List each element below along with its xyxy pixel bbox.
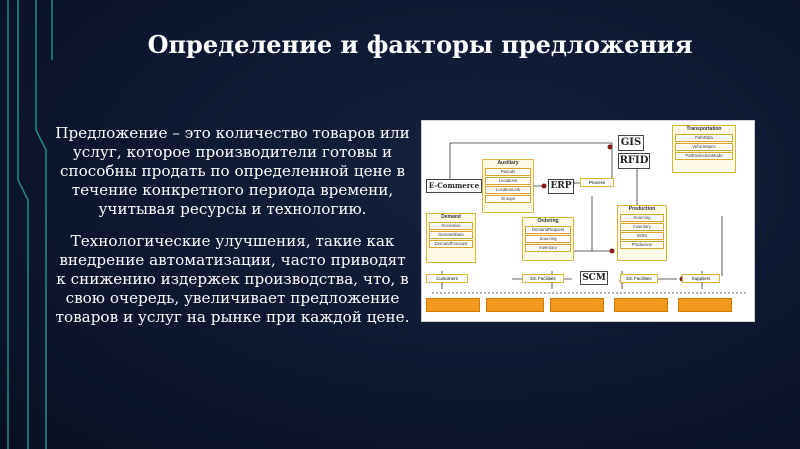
demand-box: Demand Scenarios DemandData DemandForeca… (426, 213, 476, 263)
transportation-item: VehicleSpec (675, 143, 733, 151)
auxiliary-item: Groups (485, 195, 531, 203)
ordering-item: Inventory (525, 244, 571, 252)
transportation-item: PathData (675, 134, 733, 142)
ecommerce-node: E-Commerce (426, 179, 482, 193)
production-item: Inventory (620, 223, 664, 231)
production-title: Production (628, 206, 656, 212)
customers-label: Customers (426, 274, 468, 283)
demand-item: DemandForecast (429, 240, 473, 248)
rfid-node: RFID (618, 153, 650, 169)
production-item: BOM (620, 232, 664, 240)
orange-block (678, 298, 732, 312)
decorative-lines (7, 0, 53, 449)
ordering-box: Ordering DemandRequest Sourcing Inventor… (522, 217, 574, 261)
demand-item: DemandData (429, 231, 473, 239)
dc-facilities-label: DC Facilities (522, 274, 564, 283)
erp-node: ERP (548, 179, 574, 194)
production-box: Production Sourcing Inventory BOM Produc… (617, 205, 667, 261)
transportation-item: PathSelectionMode (675, 152, 733, 160)
auxiliary-item: LocationLink (485, 186, 531, 194)
orange-block (550, 298, 604, 312)
dc-facilities-label: DC Facilities (620, 274, 658, 283)
supply-chain-diagram: GIS RFID E-Commerce ERP SCM Process Tran… (421, 120, 755, 322)
transportation-box: Transportation PathData VehicleSpec Path… (672, 125, 736, 173)
production-item: Production (620, 241, 664, 249)
technology-paragraph: Технологические улучшения, такие как вне… (55, 232, 410, 326)
scm-node: SCM (580, 271, 608, 285)
definition-paragraph: Предложение – это количество товаров или… (55, 124, 410, 218)
suppliers-label: Suppliers (682, 274, 720, 283)
orange-block (614, 298, 668, 312)
production-item: Sourcing (620, 214, 664, 222)
slide-title: Определение и факторы предложения (147, 30, 693, 59)
auxiliary-box: Auxiliary Periods Locations LocationLink… (482, 159, 534, 213)
auxiliary-item: Locations (485, 177, 531, 185)
orange-block (486, 298, 544, 312)
gis-node: GIS (618, 135, 644, 151)
ordering-item: Sourcing (525, 235, 571, 243)
demand-item: Scenarios (429, 222, 473, 230)
orange-block (426, 298, 480, 312)
auxiliary-title: Auxiliary (497, 160, 519, 166)
transportation-title: Transportation (686, 126, 722, 132)
ordering-title: Ordering (537, 218, 559, 224)
ordering-item: DemandRequest (525, 226, 571, 234)
auxiliary-item: Periods (485, 168, 531, 176)
demand-title: Demand (441, 214, 461, 220)
process-label: Process (580, 178, 614, 187)
